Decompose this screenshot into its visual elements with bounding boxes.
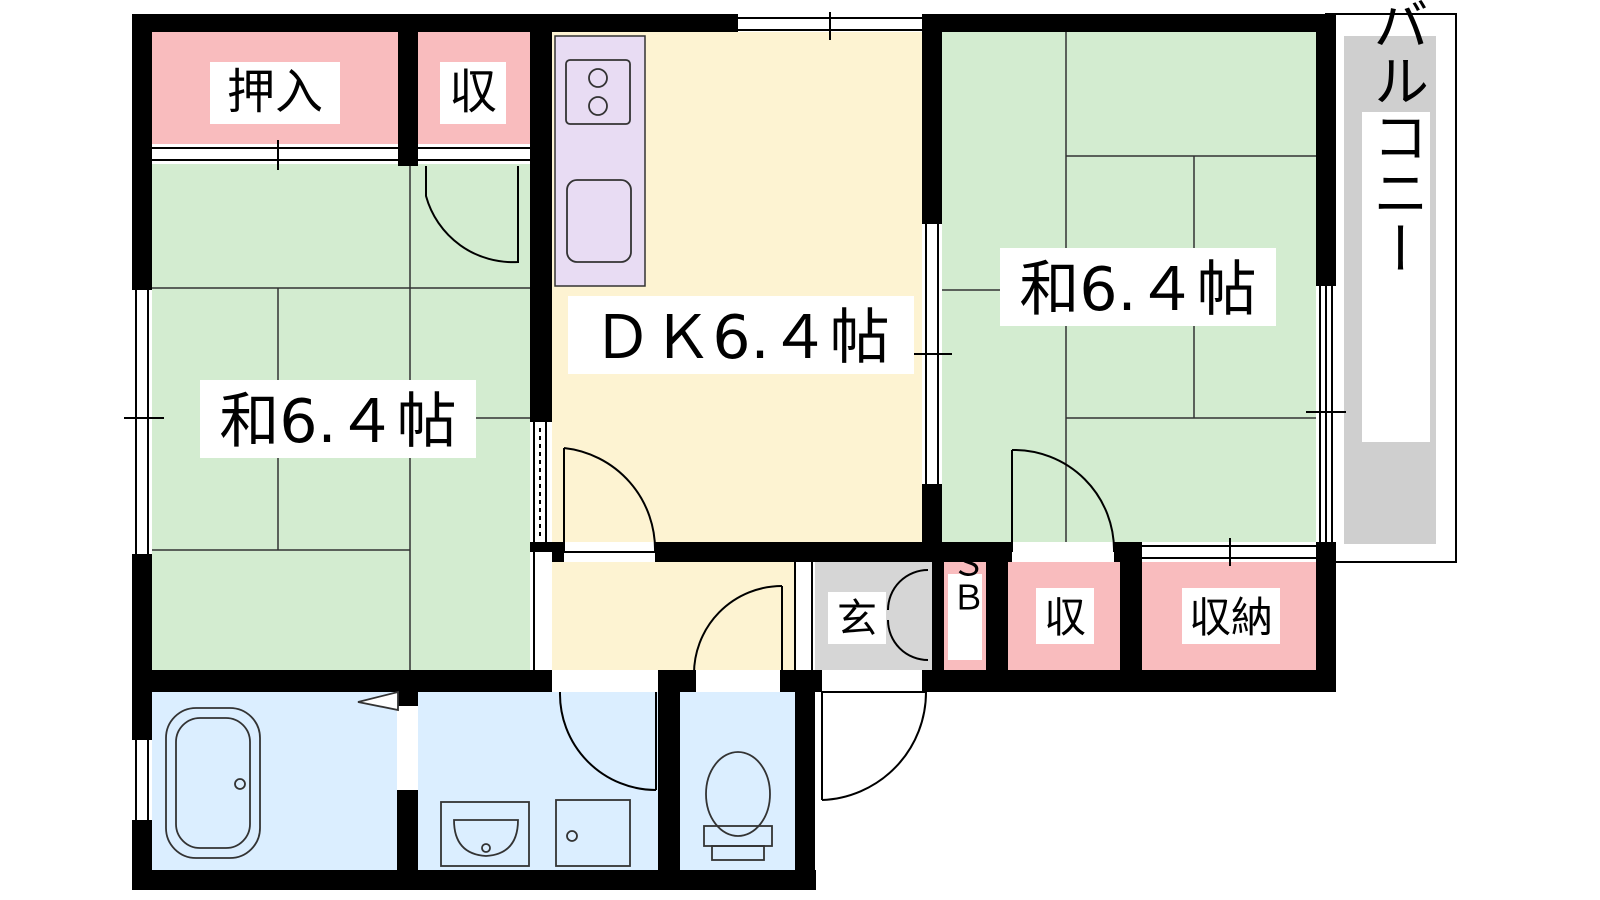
storage-nou-label: 収納 xyxy=(1189,593,1273,642)
balcony-label: バルコニー xyxy=(1364,0,1429,276)
washitsu-left-label: 和6.４帖 xyxy=(219,387,456,457)
genkan-label: 玄 xyxy=(837,596,877,642)
washitsu-right-label: 和6.４帖 xyxy=(1019,255,1256,325)
oshiire-label: 押入 xyxy=(227,64,323,120)
washroom-floor xyxy=(418,692,658,870)
kitchen-fixtures xyxy=(565,59,632,263)
room-labels: 押入 収 ＤＫ6.４帖 和6.４帖 和6.４帖 バルコニー 玄 ＳＢ 収 収納 xyxy=(200,0,1430,660)
walls xyxy=(132,14,1336,890)
toilet-floor xyxy=(680,692,795,870)
tatami-lines-right xyxy=(942,32,1316,542)
wet-fixtures xyxy=(165,690,773,867)
dk-label: ＤＫ6.４帖 xyxy=(592,303,889,373)
storage-left-label: 収 xyxy=(449,64,497,120)
hall-floor xyxy=(552,562,795,670)
storage-right-label: 収 xyxy=(1044,593,1086,642)
shoe-box-label: ＳＢ xyxy=(945,546,985,614)
doors xyxy=(425,166,1116,801)
bath-floor xyxy=(152,692,397,870)
thin-lines xyxy=(124,12,1346,820)
